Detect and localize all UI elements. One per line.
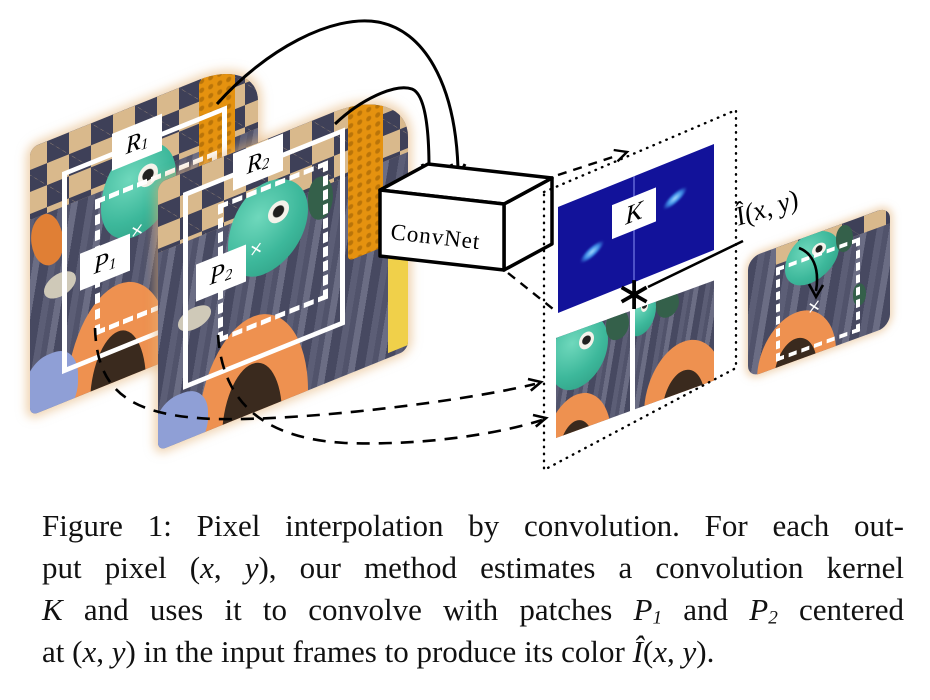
label-p2-sub: 2 <box>224 265 233 285</box>
caption-segment: , <box>96 634 112 669</box>
caption-segment: y <box>682 634 697 669</box>
yellow-strip <box>388 220 408 353</box>
caption-segment: ), our method estimates a convolution ke… <box>258 550 905 585</box>
kernel-blob-1 <box>574 233 610 270</box>
lavender-toy <box>158 382 208 452</box>
caption-segment: and uses it to convolve with patches <box>62 592 634 627</box>
label-p1-base: P <box>93 246 109 280</box>
arrowhead-curve-p2 <box>532 413 549 428</box>
caption-segment: ( <box>642 634 654 669</box>
arrowhead-r2 <box>420 163 438 182</box>
caption-line: put pixel (x, y), our method estimates a… <box>42 547 904 589</box>
caption-line: at (x, y) in the input frames to produce… <box>42 631 904 673</box>
arrowhead-curve-p1 <box>527 377 544 392</box>
caption-segment: P <box>749 592 769 627</box>
kernel-blob-2 <box>657 179 693 217</box>
arch-toy <box>644 327 714 410</box>
caption-segment: x <box>82 634 97 669</box>
caption-segment: , <box>213 550 245 585</box>
caption-segment: x <box>200 550 214 585</box>
label-p1-sub: 1 <box>108 255 117 275</box>
caption-segment: , <box>666 634 683 669</box>
arrowhead-link-top <box>613 148 630 163</box>
caption-segment: Figure 1: Pixel interpolation by convolu… <box>42 508 904 543</box>
caption-segment: put pixel ( <box>42 550 201 585</box>
caption-segment: y <box>111 634 126 669</box>
sprig <box>606 311 629 344</box>
caption-segment: x <box>653 634 667 669</box>
arrowhead-r1 <box>449 163 467 182</box>
knit-band <box>348 92 383 262</box>
label-r2-base: R <box>246 146 262 180</box>
dashed-link-bottom <box>507 272 554 310</box>
caption-segment: centered <box>777 592 904 627</box>
label-r2-sub: 2 <box>261 154 270 175</box>
output-frame: × <box>748 206 890 378</box>
caption-segment: P <box>633 592 653 627</box>
caption-segment: Î <box>632 634 643 669</box>
caption-segment: and <box>662 592 750 627</box>
caption-segment: at ( <box>42 634 83 669</box>
caption-line: Figure 1: Pixel interpolation by convolu… <box>42 505 904 547</box>
caption-segment: ). <box>696 634 715 669</box>
label-r1-base: R <box>125 126 141 160</box>
caption-line: K and uses it to convolve with patches P… <box>42 589 904 631</box>
caption-segment: 2 <box>768 607 778 629</box>
convnet-box-right <box>502 176 554 272</box>
figure-caption: Figure 1: Pixel interpolation by convolu… <box>42 505 904 673</box>
caption-segment: y <box>244 550 259 585</box>
arch-toy <box>556 382 611 438</box>
caption-segment: 1 <box>652 607 663 629</box>
label-r1-sub: 1 <box>140 135 149 155</box>
sprig <box>655 285 680 322</box>
label-p2-base: P <box>209 257 225 291</box>
caption-segment: ) in the input frames to produce its col… <box>125 634 633 669</box>
caption-segment: K <box>42 592 63 627</box>
toy-figure <box>556 311 608 399</box>
dashed-link-top <box>557 154 617 177</box>
patch-left <box>556 311 630 438</box>
